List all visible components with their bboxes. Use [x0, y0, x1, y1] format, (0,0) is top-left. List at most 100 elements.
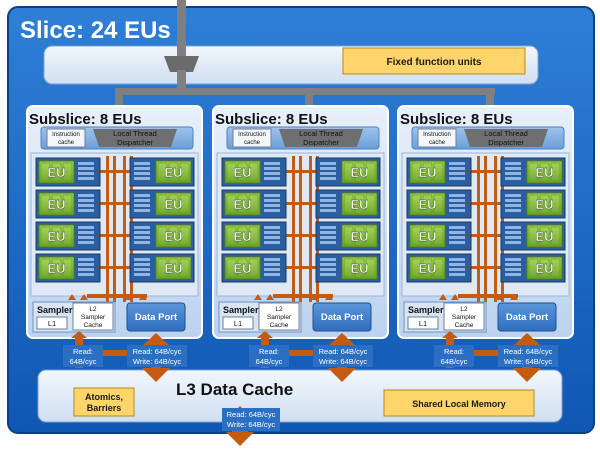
eu-label: EU — [47, 261, 65, 276]
data-port — [497, 302, 557, 332]
eu-label: EU — [164, 229, 182, 244]
eu-label: EU — [233, 261, 251, 276]
eu-label: EU — [233, 197, 251, 212]
sampler-label: Sampler — [408, 305, 444, 315]
execution-unit: EU — [221, 157, 287, 187]
local-thread-dispatcher-label: Local Thread — [299, 129, 343, 138]
dataport-write-label: Write: 64B/cyc — [133, 357, 181, 366]
dispatch-tree — [115, 0, 495, 118]
instruction-cache-label: cache — [244, 140, 261, 146]
dataport-read-label: Read: 64B/cyc — [319, 347, 368, 356]
dataport-bandwidth-box — [127, 345, 187, 367]
execution-unit: EU — [500, 253, 566, 283]
atomics-box — [73, 387, 135, 417]
sampler-bandwidth-box — [249, 345, 289, 367]
subslice-title: Subslice: 8 EUs — [215, 111, 328, 128]
l2-sampler-cache-box — [258, 302, 300, 331]
execution-unit: EU — [129, 253, 195, 283]
local-thread-dispatcher-label: Dispatcher — [303, 138, 339, 147]
execution-unit: EU — [221, 221, 287, 251]
l2-sampler-cache-label: L2 — [275, 306, 283, 313]
fixed-function-units-label: Fixed function units — [387, 57, 482, 68]
instruction-cache-label: cache — [429, 140, 446, 146]
l2-sampler-cache-label: Sampler — [267, 314, 292, 321]
local-thread-dispatcher-label: Local Thread — [113, 129, 157, 138]
execution-unit: EU — [315, 221, 381, 251]
eu-label: EU — [535, 261, 553, 276]
subslice-title: Subslice: 8 EUs — [400, 111, 513, 128]
sampler-bandwidth-box — [434, 345, 474, 367]
instruction-cache-label: cache — [58, 140, 75, 146]
sampler-read-label: 64B/cyc — [256, 357, 283, 366]
execution-unit: EU — [35, 157, 101, 187]
eu-label: EU — [164, 261, 182, 276]
execution-unit: EU — [129, 221, 195, 251]
eu-label: EU — [47, 229, 65, 244]
eu-to-port-arrows — [254, 294, 333, 300]
sampler-read-label: 64B/cyc — [441, 357, 468, 366]
l3-title: L3 Data Cache — [176, 380, 293, 399]
sampler-read-label: 64B/cyc — [70, 357, 97, 366]
l3-write-label: Write: 64B/cyc — [227, 420, 275, 429]
l3-read-label: Read: 64B/cyc — [227, 410, 276, 419]
instruction-cache-label: Instruction — [52, 132, 80, 138]
execution-unit: EU — [129, 157, 195, 187]
eu-label: EU — [47, 197, 65, 212]
eu-label: EU — [164, 165, 182, 180]
l2-sampler-cache-label: Sampler — [452, 314, 477, 321]
data-port-label: Data Port — [321, 312, 364, 323]
execution-unit: EU — [35, 221, 101, 251]
eu-label: EU — [418, 261, 436, 276]
atomics-label-1: Atomics, — [85, 392, 123, 402]
eu-label: EU — [418, 229, 436, 244]
eu-label: EU — [350, 197, 368, 212]
data-port-label: Data Port — [506, 312, 549, 323]
sampler-label: Sampler — [37, 305, 73, 315]
sampler-read-label: Read: — [444, 347, 464, 356]
execution-unit: EU — [406, 253, 472, 283]
execution-unit: EU — [35, 253, 101, 283]
l1-box — [407, 316, 439, 330]
data-port — [312, 302, 372, 332]
l2-sampler-cache-label: Cache — [84, 322, 103, 329]
l2-sampler-cache-label: L2 — [89, 306, 97, 313]
eu-label: EU — [535, 165, 553, 180]
l2-sampler-cache-box — [72, 302, 114, 331]
eu-label: EU — [233, 229, 251, 244]
eu-label: EU — [535, 197, 553, 212]
fixed-function-units-box — [342, 47, 526, 75]
local-thread-dispatcher-label: Dispatcher — [117, 138, 153, 147]
execution-unit: EU — [315, 253, 381, 283]
slice-title: Slice: 24 EUs — [20, 17, 171, 44]
eu-to-port-arrows — [439, 294, 518, 300]
l1-label: L1 — [48, 319, 56, 328]
shared-local-memory-label: Shared Local Memory — [412, 399, 506, 409]
local-thread-dispatcher-shape — [279, 129, 363, 147]
eu-label: EU — [350, 261, 368, 276]
data-port — [126, 302, 186, 332]
dataport-bandwidth-box — [313, 345, 373, 367]
instruction-cache-label: Instruction — [238, 132, 266, 138]
sampler-bandwidth-box — [63, 345, 103, 367]
execution-unit: EU — [221, 189, 287, 219]
instruction-cache-label: Instruction — [423, 132, 451, 138]
eu-label: EU — [47, 165, 65, 180]
l3-bandwidth-box — [222, 408, 280, 431]
subslice-title: Subslice: 8 EUs — [29, 111, 142, 128]
dataport-write-label: Write: 64B/cyc — [319, 357, 367, 366]
execution-unit: EU — [221, 253, 287, 283]
dataport-read-label: Read: 64B/cyc — [504, 347, 553, 356]
l1-box — [222, 316, 254, 330]
eu-label: EU — [418, 165, 436, 180]
eu-label: EU — [535, 229, 553, 244]
l1-label: L1 — [419, 319, 427, 328]
dataport-read-label: Read: 64B/cyc — [133, 347, 182, 356]
l1-box — [36, 316, 68, 330]
atomics-label-2: Barriers — [87, 403, 122, 413]
local-thread-dispatcher-label: Local Thread — [484, 129, 528, 138]
eu-to-port-arrows — [68, 294, 147, 300]
execution-unit: EU — [35, 189, 101, 219]
execution-unit: EU — [315, 157, 381, 187]
